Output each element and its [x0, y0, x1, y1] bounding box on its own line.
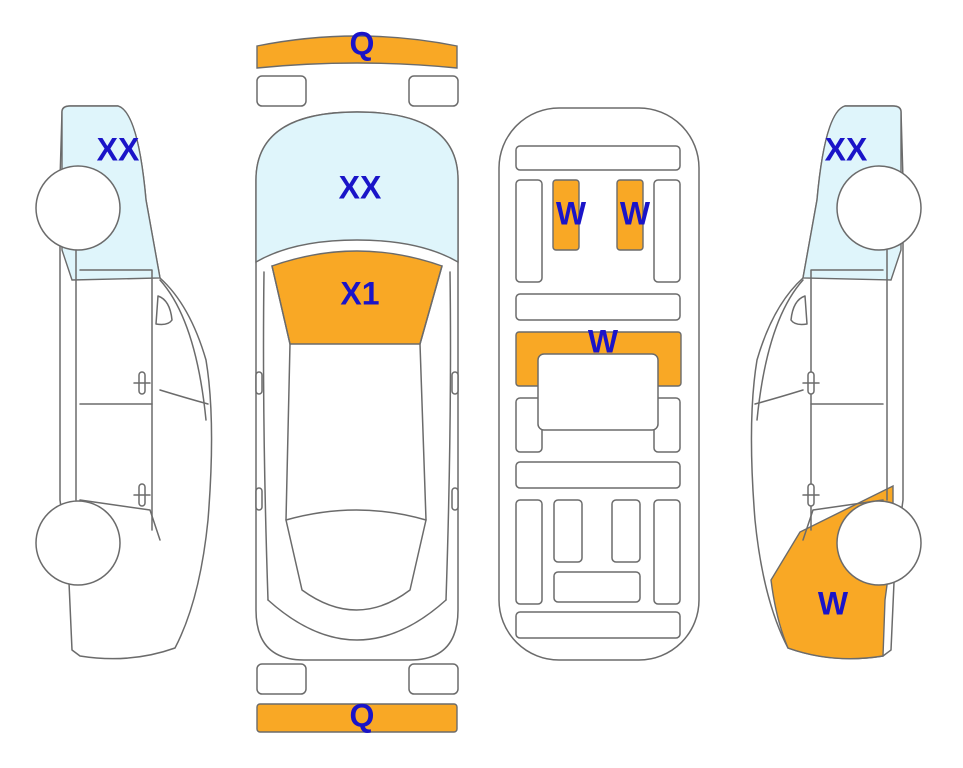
top-view-right-a-pillar: [419, 265, 443, 521]
right-side-door-line-1: [810, 269, 884, 531]
left-side-view: XX: [35, 105, 213, 660]
floor-left-seat-label: W: [556, 195, 587, 231]
top-view-rear-window: [285, 509, 427, 611]
floor-mid-panel: [515, 293, 681, 321]
top-view-handle-right: [451, 487, 459, 511]
right-rear-quarter-label: W: [818, 585, 849, 621]
front-bumper: [256, 35, 458, 69]
floor-rear-seat-1: [515, 499, 543, 605]
top-view-handle-left: [255, 487, 263, 511]
floor-front-right-side: [653, 179, 681, 283]
top-view-mirror-left: [255, 371, 263, 395]
floor-rear-bench: [553, 571, 641, 603]
top-view-left-a-pillar: [271, 265, 291, 521]
floor-console: [537, 353, 659, 431]
rear-light-left: [256, 663, 307, 695]
right-side-beltline: [754, 389, 804, 405]
left-side-mirror: [155, 295, 173, 326]
right-side-rear-wheel: [836, 500, 922, 586]
right-side-window-label: XX: [825, 131, 868, 167]
top-view: Q XX X1 Q: [255, 25, 459, 733]
floor-view: W W W: [498, 107, 700, 661]
top-view-mirror-right: [451, 371, 459, 395]
left-side-front-wheel: [35, 165, 121, 251]
right-side-hood-line: [756, 279, 804, 421]
left-side-beltline: [159, 389, 209, 405]
hood-label: X1: [340, 275, 379, 311]
windshield-label: XX: [339, 169, 382, 205]
rear-bumper: [256, 703, 458, 733]
right-side-sill-line: [802, 499, 884, 541]
floor-rear-seat-3: [611, 499, 641, 563]
front-light-left: [256, 75, 307, 107]
left-side-rear-wheel: [35, 500, 121, 586]
floor-front-left-side: [515, 179, 543, 283]
right-side-mirror: [790, 295, 808, 326]
floor-rear-panel: [515, 461, 681, 489]
left-side-window-label: XX: [97, 131, 140, 167]
floor-rear-seat-4: [653, 499, 681, 605]
windshield: [255, 111, 459, 264]
rear-bumper-label: Q: [350, 697, 375, 733]
floor-front-panel: [515, 145, 681, 171]
right-side-front-wheel: [836, 165, 922, 251]
floor-right-seat-label: W: [620, 195, 651, 231]
top-view-trunk-line: [267, 599, 447, 641]
floor-right-seat: [616, 179, 644, 251]
right-side-view: XX W: [750, 105, 922, 660]
floor-trunk-panel: [515, 611, 681, 639]
rear-light-right: [408, 663, 459, 695]
floor-left-seat: [552, 179, 580, 251]
floor-rear-seat-2: [553, 499, 583, 563]
top-view-right-edge: [445, 271, 452, 601]
left-side-hood-line: [159, 279, 207, 421]
left-side-sill-line: [79, 499, 161, 541]
front-light-right: [408, 75, 459, 107]
left-side-door-line-1: [79, 269, 153, 531]
top-view-left-edge: [262, 271, 269, 601]
front-bumper-label: Q: [350, 25, 375, 61]
